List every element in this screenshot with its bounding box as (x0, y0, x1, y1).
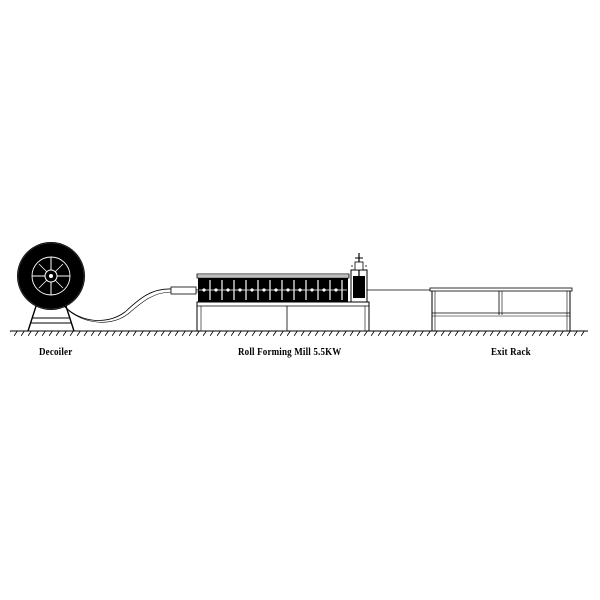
exit-rack-label: Exit Rack (491, 346, 531, 358)
roll-forming-mill (170, 253, 370, 332)
decoiler-label: Decoiler (39, 346, 73, 358)
exit-rack (429, 287, 573, 331)
decoiler-machine (17, 242, 85, 332)
roll-forming-mill-label: Roll Forming Mill 5.5KW (238, 346, 342, 358)
ground-line (10, 330, 588, 336)
steel-strip-edge (63, 291, 200, 323)
steel-strip (61, 288, 201, 321)
